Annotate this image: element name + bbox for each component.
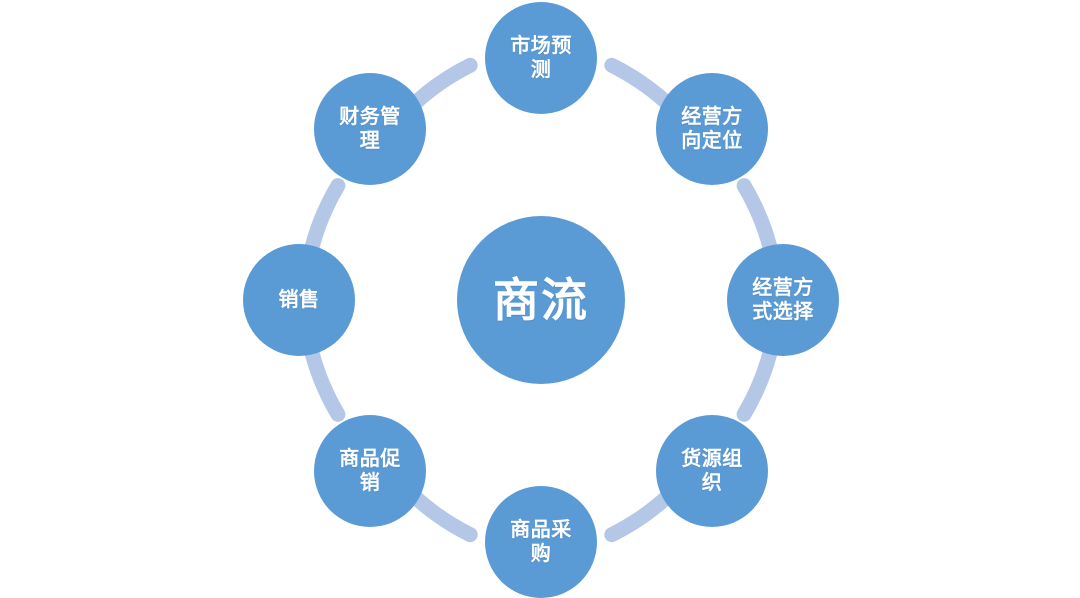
node-financial-management-label: 财务管 理: [339, 105, 401, 152]
node-market-forecast[interactable]: 市场预 测: [485, 2, 597, 114]
node-supply-source-organization[interactable]: 货源组 织: [656, 415, 768, 527]
node-sales-label: 销售: [278, 288, 320, 311]
node-merchandise-procurement[interactable]: 商品采 购: [485, 486, 597, 598]
node-financial-management[interactable]: 财务管 理: [314, 73, 426, 185]
node-merchandise-promotion[interactable]: 商品促 销: [314, 415, 426, 527]
node-supply-source-organization-label: 货源组 织: [681, 447, 743, 494]
node-merchandise-procurement-label: 商品采 购: [510, 518, 572, 565]
node-market-forecast-label: 市场预 测: [510, 34, 572, 81]
node-business-direction-positioning[interactable]: 经营方 向定位: [656, 73, 768, 185]
node-sales[interactable]: 销售: [243, 244, 355, 356]
node-business-mode-selection[interactable]: 经营方 式选择: [727, 244, 839, 356]
node-business-direction-positioning-label: 经营方 向定位: [681, 105, 743, 152]
node-business-mode-selection-label: 经营方 式选择: [752, 276, 814, 323]
hub-node-label: 商流: [493, 273, 589, 326]
hub-node[interactable]: 商流: [457, 216, 625, 384]
node-merchandise-promotion-label: 商品促 销: [339, 447, 401, 494]
